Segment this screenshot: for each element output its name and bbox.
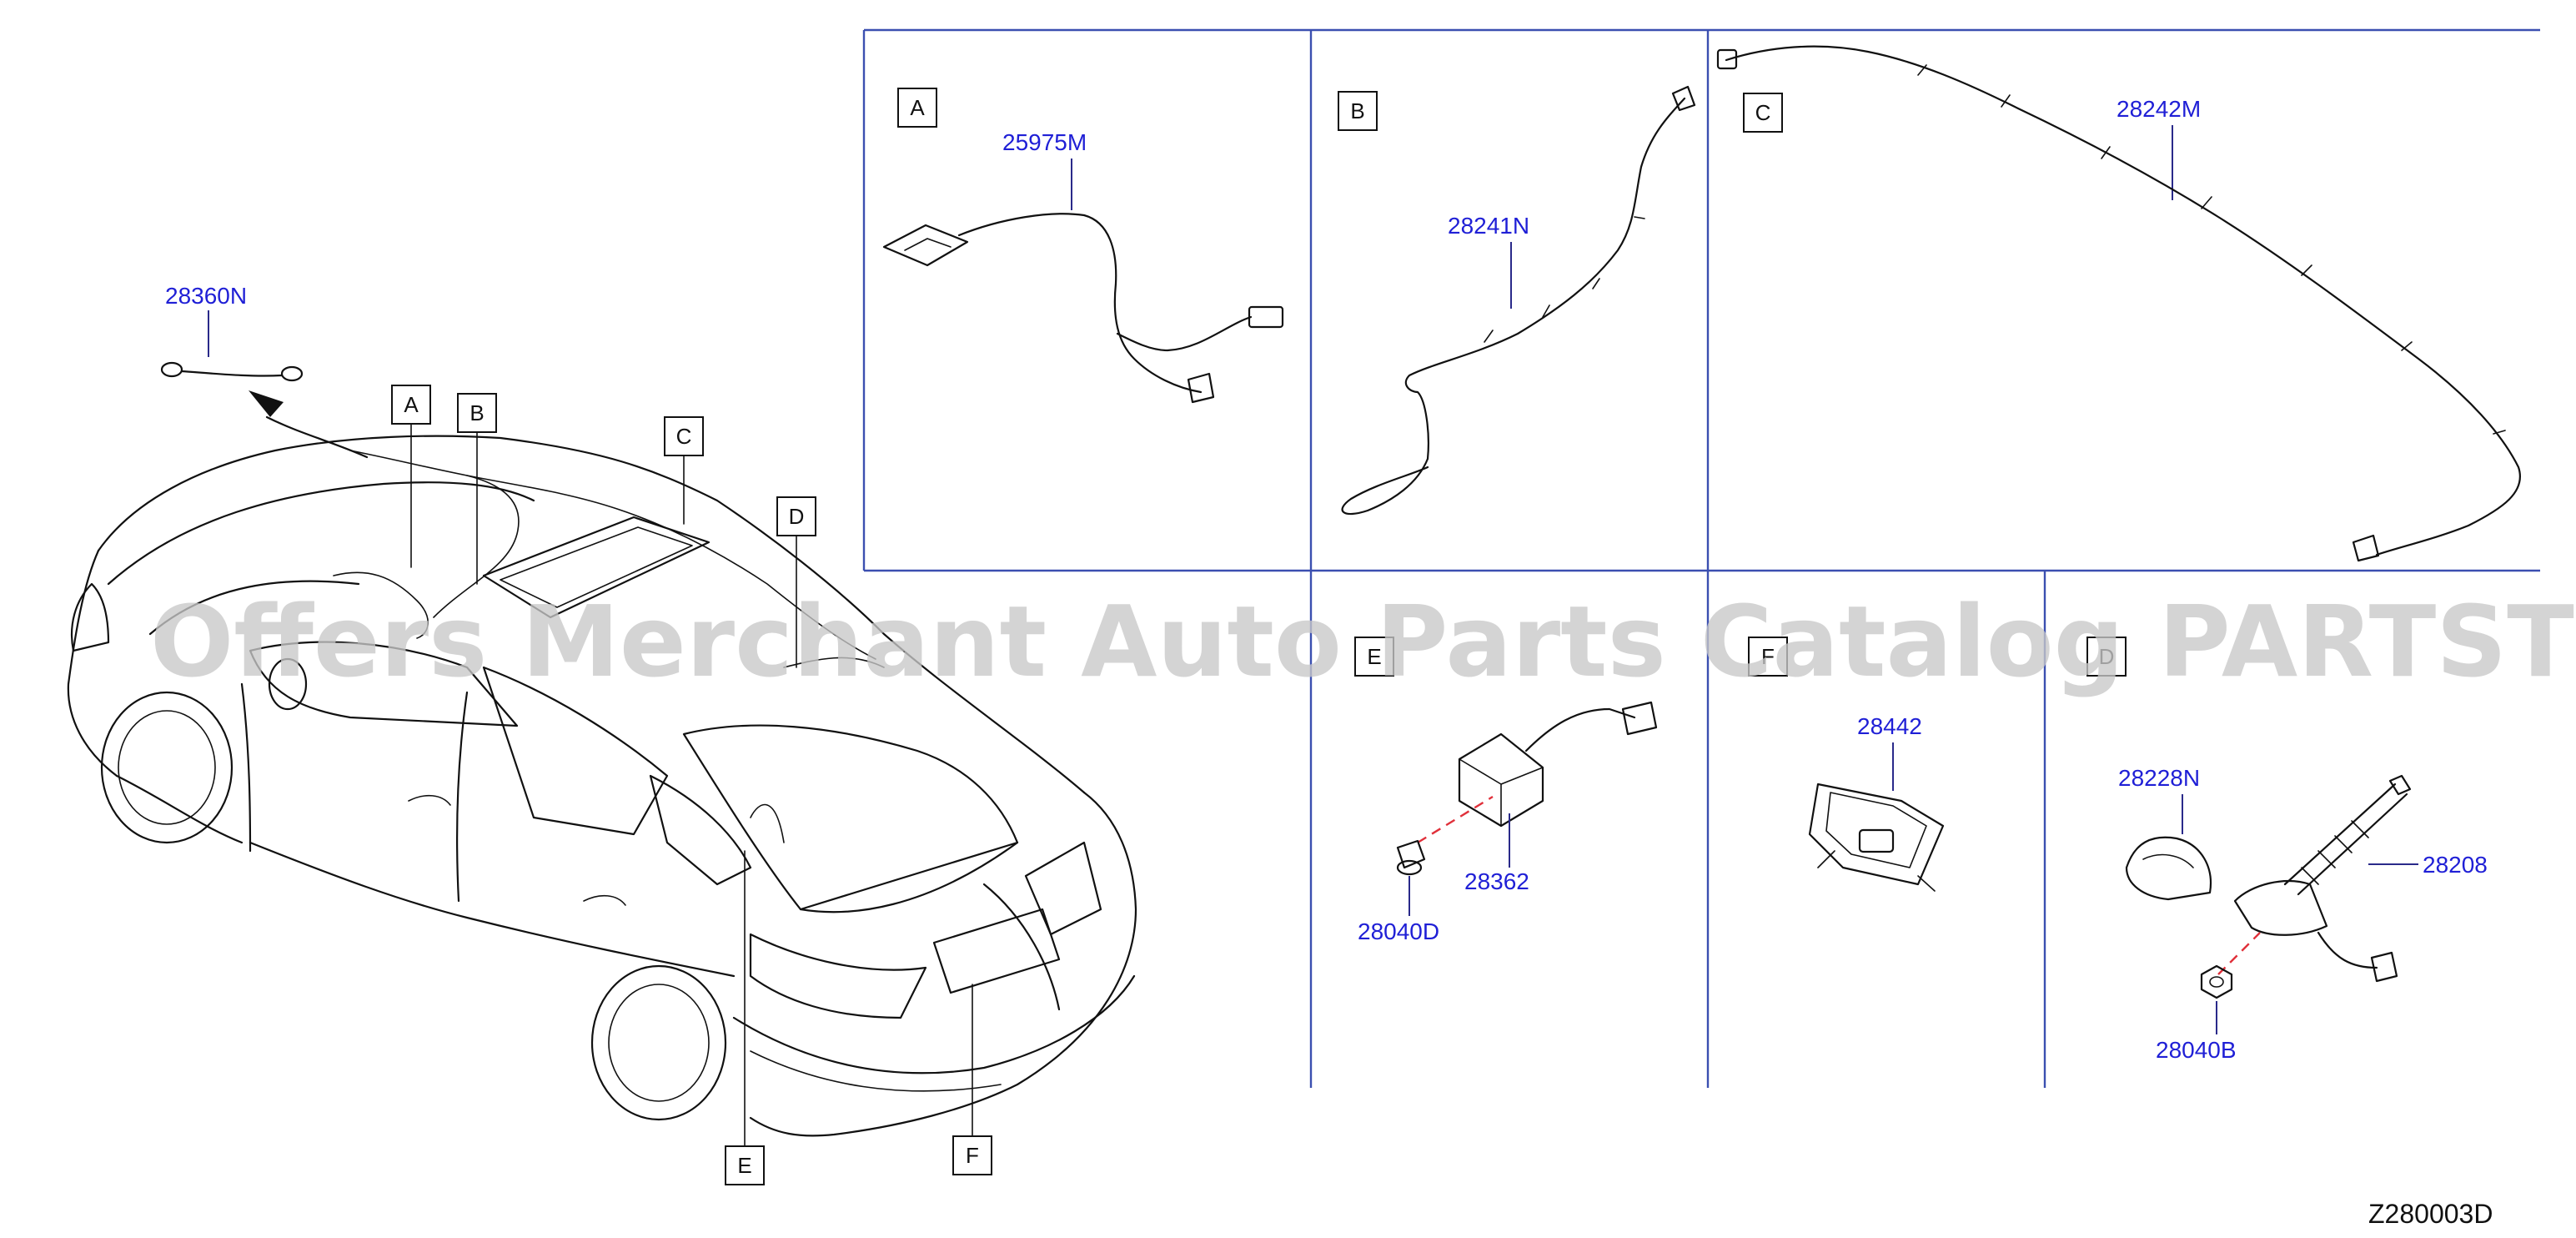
callout-label-c: C [676, 424, 692, 449]
car-callouts: A B C D E F [391, 385, 992, 1185]
callout-label-e: E [737, 1153, 751, 1178]
panel-f-label-box [1748, 637, 1788, 677]
part-number-28360n: 28360N [165, 283, 247, 309]
panel-e-label-box [1354, 637, 1394, 677]
callout-box-b [457, 393, 497, 433]
callout-box-a [391, 385, 431, 425]
panel-c-label-box [1743, 93, 1783, 133]
part-number-28362: 28362 [1464, 868, 1529, 894]
panel-d-label-box [2086, 637, 2127, 677]
panel-a-label-box [897, 88, 937, 128]
callout-label-d: D [789, 504, 805, 529]
panel-b-label: B [1350, 98, 1364, 123]
panel-f: F 28442 [1748, 637, 1945, 892]
callout-box-e [725, 1145, 765, 1185]
panel-e-label: E [1367, 644, 1381, 669]
part-number-28228n: 28228N [2118, 765, 2200, 791]
panel-c-label: C [1755, 100, 1771, 125]
diagram-code: Z280003D [2368, 1199, 2493, 1229]
car-illustration [67, 390, 1137, 1137]
panel-f-label: F [1761, 644, 1775, 669]
panel-frame [862, 28, 2540, 1088]
part-number-28040d: 28040D [1358, 918, 1439, 944]
panel-b: B 28241N [1338, 85, 1696, 516]
part-number-28442: 28442 [1857, 713, 1922, 739]
part-number-28208: 28208 [2423, 852, 2488, 878]
part-number-28040b: 28040B [2156, 1037, 2237, 1063]
panel-b-label-box [1338, 91, 1378, 131]
callout-box-f [952, 1135, 992, 1175]
callout-label-a: A [404, 392, 419, 417]
ground-strap-part: 28360N [160, 283, 304, 382]
callout-label-b: B [470, 400, 484, 425]
panel-a-label: A [910, 95, 925, 120]
watermark: Offers Merchant Auto Parts Catalog PARTS… [150, 584, 2576, 699]
part-number-28241n: 28241N [1448, 213, 1529, 239]
panel-c: C 28242M [1716, 45, 2521, 562]
panel-a: A 25975M [882, 88, 1284, 404]
part-number-28242m: 28242M [2117, 96, 2201, 122]
panel-e: E 28362 28040D [1354, 637, 1658, 944]
callout-label-f: F [966, 1143, 979, 1168]
callout-box-d [776, 496, 816, 536]
panel-d: D 28228N 28208 28040B [2086, 637, 2488, 1063]
callout-box-c [664, 416, 704, 456]
panel-d-label: D [2099, 644, 2115, 669]
part-number-25975m: 25975M [1002, 129, 1087, 155]
